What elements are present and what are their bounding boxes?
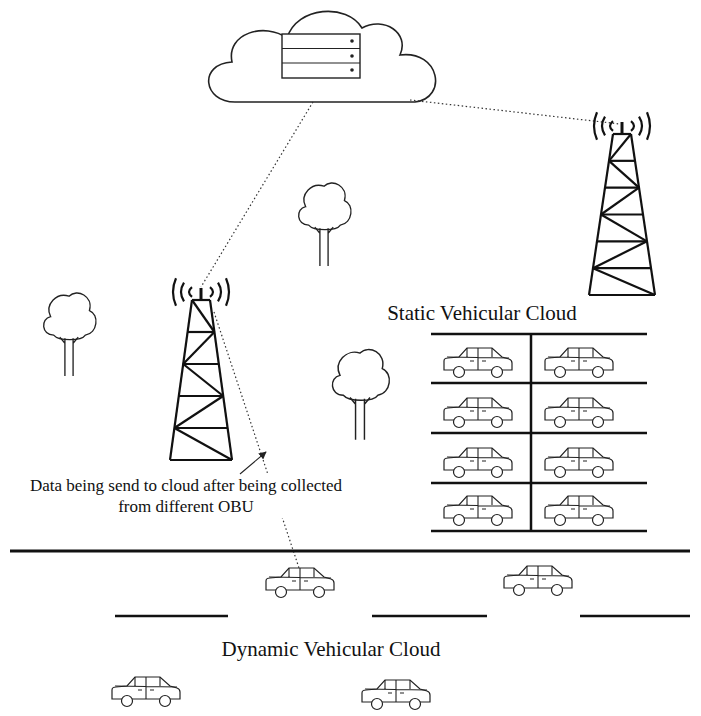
annotation-note: Data being send to cloud after being col…	[19, 475, 353, 518]
cloud-server	[209, 11, 436, 102]
parking-structure	[431, 334, 647, 531]
tree	[44, 293, 96, 376]
moving-cars	[112, 566, 572, 710]
radio-towers	[170, 112, 655, 460]
parked-cars	[444, 348, 613, 526]
road	[10, 551, 690, 616]
region-label: Static Vehicular Cloud	[385, 300, 579, 326]
tree	[299, 183, 351, 266]
tree	[332, 350, 389, 440]
region-label: Dynamic Vehicular Cloud	[220, 636, 443, 662]
pointer-arrow	[240, 452, 266, 474]
